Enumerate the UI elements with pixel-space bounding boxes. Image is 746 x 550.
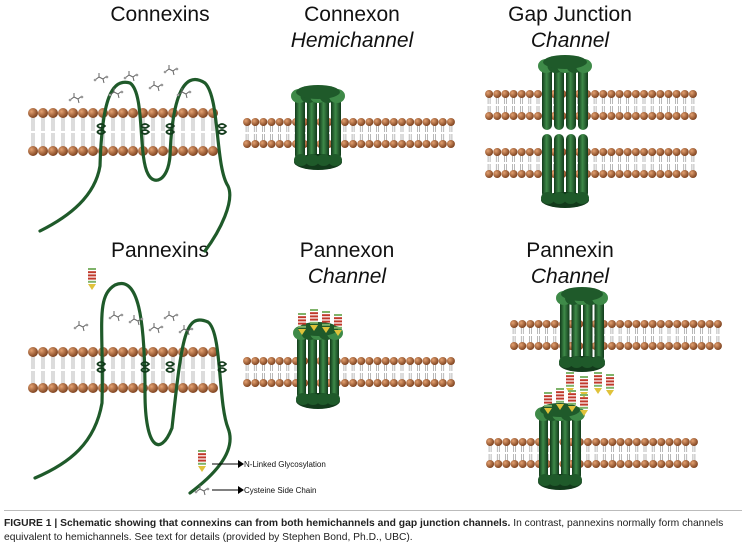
helix-coil (140, 123, 151, 135)
membrane-gap-junction-lower (485, 148, 697, 178)
panel-title-text: Gap Junction (508, 3, 632, 26)
connexin-protein (38, 77, 232, 253)
panel-subtitle-text: Channel (307, 265, 387, 288)
panel-title-text: Pannexon (299, 239, 395, 262)
glycosylation-tag (556, 388, 564, 410)
cysteine-side-chain (108, 311, 124, 322)
glycosylation-tag (88, 268, 96, 290)
glycosylation-tag (298, 313, 306, 335)
glycosylation-tag (606, 374, 614, 396)
helix-coil (217, 361, 228, 373)
membrane-pannexon (243, 357, 455, 387)
cysteine-side-chain (68, 93, 84, 104)
cysteine-side-chain (93, 73, 109, 84)
helix-coil (96, 361, 107, 373)
panel-title-gap-junction: Gap Junction Channel (480, 2, 660, 54)
caption-label: FIGURE 1 | Schematic showing that connex… (4, 518, 511, 529)
membrane-connexon (243, 118, 455, 148)
legend-glycosylation-label: N-Linked Glycosylation (244, 460, 326, 469)
glycosylation-tag (310, 309, 318, 331)
panel-title-text: Connexins (110, 3, 210, 26)
cysteine-side-chain (178, 325, 194, 336)
helix-coil (96, 123, 107, 135)
membrane-connexins (28, 108, 218, 156)
helix-coil (165, 361, 176, 373)
gap-junction-channel-lower (541, 134, 589, 208)
helix-coil (165, 123, 176, 135)
panel-title-connexon: Connexon Hemichannel (262, 2, 442, 54)
panel-title-text: Pannexins (110, 239, 210, 262)
gap-junction-channel-upper (538, 55, 592, 130)
panel-title-pannexins: Pannexins (70, 238, 250, 264)
glycosylation-tag (594, 372, 602, 394)
panel-subtitle-text: Hemichannel (290, 29, 414, 52)
glycosylation-tag (322, 311, 330, 333)
membrane-pannexin-upper (510, 320, 722, 350)
helix-coil (217, 123, 228, 135)
panel-title-pannexon: Pannexon Channel (257, 238, 437, 290)
legend-cysteine-label: Cysteine Side Chain (244, 486, 317, 495)
membrane-gap-junction-upper (485, 90, 697, 120)
caption-text: In contrast, pannexins normally form cha… (4, 518, 724, 543)
panel-subtitle-text: Channel (530, 29, 610, 52)
membrane-pannexin-lower (486, 438, 698, 468)
pannexin-protein (33, 281, 232, 495)
cysteine-side-chain (128, 315, 144, 326)
cysteine-side-chain (163, 311, 179, 322)
pannexin-channel-upper (556, 287, 608, 372)
connexon-hemichannel (291, 85, 345, 170)
legend-glycosylation-icon (198, 450, 206, 472)
pannexon-channel (293, 322, 343, 409)
cysteine-side-chain (123, 71, 139, 82)
legend-cysteine-icon (194, 485, 210, 496)
cysteine-side-chain (148, 323, 164, 334)
panel-title-pannexin: Pannexin Channel (480, 238, 660, 290)
cysteine-side-chain (148, 81, 164, 92)
cysteine-side-chain (73, 321, 89, 332)
panel-title-text: Connexon (304, 3, 400, 26)
cysteine-side-chain (176, 88, 192, 99)
pannexin-channel-lower (535, 403, 585, 490)
cysteine-side-chain (108, 88, 124, 99)
glycosylation-tag (568, 390, 576, 412)
panel-title-connexins: Connexins (70, 2, 250, 28)
cysteine-side-chain (163, 65, 179, 76)
schematic-illustration (28, 55, 722, 496)
helix-coil (140, 361, 151, 373)
figure-caption: FIGURE 1 | Schematic showing that connex… (4, 517, 742, 544)
panel-subtitle-text: Channel (530, 265, 610, 288)
glycosylation-tag (544, 392, 552, 414)
membrane-pannexins (28, 347, 218, 393)
legend-arrowhead (238, 460, 244, 468)
legend-arrowhead (238, 486, 244, 494)
panel-title-text: Pannexin (526, 239, 614, 262)
glycosylation-tag (580, 394, 588, 416)
caption-divider (4, 510, 742, 511)
glycosylation-tag (334, 314, 342, 336)
